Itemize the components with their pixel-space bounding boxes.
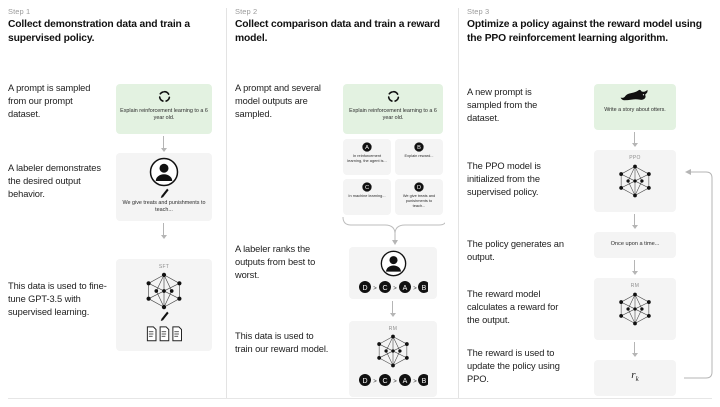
svg-text:A: A [365,145,369,151]
step-2-brace [342,217,445,245]
step-1-prompt-text: Explain reinforcement learning to a 6 ye… [120,108,208,121]
recycle-icon [158,90,171,102]
step-1-caption-1: A prompt is sampled from our prompt data… [8,83,91,120]
step-2-column: Step 2 Collect comparison data and train… [227,0,458,407]
step-1-sft-label: SFT [158,264,170,270]
neural-network-icon [619,164,651,198]
step-2-caption-3: This data is used to train our reward mo… [235,331,329,355]
column-divider-1 [226,8,227,398]
step-1-caption-2: A labeler demonstrates the desired outpu… [8,163,101,200]
step-3-caption-4: The reward model calculates a reward for… [467,289,559,326]
reward-symbol: rk [594,369,676,383]
step-3-column: Step 3 Optimize a policy against the rew… [459,0,720,407]
column-divider-2 [458,8,459,398]
step-1-sft-box: SFT [116,259,212,351]
ranking-row-labeler: D > C > A > B [359,281,428,293]
step-3-reward-box: rk [594,360,676,396]
step-2-prompt-text: Explain reinforcement learning to a 6 ye… [349,108,437,121]
letter-badge-d-icon: D [414,182,424,192]
svg-text:A: A [403,285,408,292]
step-3-ppo-box: PPO [594,150,676,212]
neural-network-icon [619,292,651,326]
step-2-output-d-text: We give treats and punishments to teach.… [402,193,436,208]
svg-text:D: D [362,378,367,385]
step-3-output-box: Once upon a time... [594,232,676,258]
step-2-rm-label: RM [388,326,398,332]
documents-icon [146,326,182,342]
step-3-kicker: Step 3 [467,7,490,16]
reward-symbol-letter: r [631,369,636,381]
svg-text:>: > [393,286,397,292]
svg-text:C: C [382,285,387,292]
step-3-prompt-text: Write a story about otters. [604,107,666,113]
svg-text:C: C [365,185,369,191]
otter-icon [620,89,648,101]
step-3-rm-box: RM [594,278,676,340]
step-3-arrow-1 [631,132,638,147]
svg-text:>: > [373,286,377,292]
step-2-arrow-1 [389,301,396,317]
reward-symbol-subscript: k [635,375,639,384]
svg-text:C: C [382,378,387,385]
step-2-output-b: B Explain reward... [395,139,443,175]
step-2-output-c-text: In machine learning... [348,193,386,198]
letter-badge-a-icon: A [362,142,372,152]
step-1-labeler-box: We give treats and punishments to teach.… [116,153,212,221]
person-icon [380,250,407,277]
svg-text:B: B [422,378,427,385]
step-3-rm-label: RM [630,283,640,289]
svg-text:B: B [422,285,427,292]
step-1-prompt-box: Explain reinforcement learning to a 6 ye… [116,84,212,134]
person-icon [149,157,179,187]
step-2-output-c: C In machine learning... [343,179,391,215]
step-1-caption-3: This data is used to fine-tune GPT-3.5 w… [8,281,107,318]
step-3-caption-5: The reward is used to update the policy … [467,348,560,385]
step-1-arrow-2 [160,223,167,239]
svg-text:A: A [403,378,408,385]
neural-network-icon [377,334,409,368]
step-2-rm-box: RM D > C > A [349,321,437,397]
step-3-ppo-label: PPO [629,155,641,161]
step-3-caption-2: The PPO model is initialized from the su… [467,161,541,198]
step-3-title: Optimize a policy against the reward mod… [467,19,702,44]
svg-text:>: > [413,286,417,292]
step-3-arrow-2 [631,214,638,229]
pen-icon [160,188,169,198]
recycle-icon [387,90,400,102]
step-2-output-a: A In reinforcement learning, the agent i… [343,139,391,175]
step-2-output-a-text: In reinforcement learning, the agent is.… [347,153,387,163]
svg-text:>: > [413,379,417,385]
step-3-arrow-4 [631,342,638,357]
step-3-prompt-box: Write a story about otters. [594,84,676,130]
ranking-row-rm: D > C > A > B [359,374,428,386]
step-2-prompt-box: Explain reinforcement learning to a 6 ye… [343,84,443,134]
pen-icon [160,311,169,321]
svg-text:D: D [362,285,367,292]
step-1-arrow-1 [160,136,167,152]
step-1-column: Step 1 Collect demonstration data and tr… [0,0,226,407]
step-2-caption-1: A prompt and several model outputs are s… [235,83,321,120]
letter-badge-b-icon: B [414,142,424,152]
step-3-caption-1: A new prompt is sampled from the dataset… [467,87,538,124]
letter-badge-c-icon: C [362,182,372,192]
svg-text:D: D [417,185,421,191]
step-3-arrow-3 [631,260,638,275]
step-1-kicker: Step 1 [8,7,31,16]
bottom-divider [8,398,712,399]
step-2-labeler-box: D > C > A > B [349,247,437,299]
ppo-feedback-loop-arrow [684,169,713,379]
step-2-title: Collect comparison data and train a rewa… [235,19,440,44]
step-2-kicker: Step 2 [235,7,258,16]
svg-text:B: B [417,145,421,151]
step-2-caption-2: A labeler ranks the outputs from best to… [235,244,316,281]
svg-text:>: > [373,379,377,385]
step-2-output-d: D We give treats and punishments to teac… [395,179,443,215]
step-1-title: Collect demonstration data and train a s… [8,19,190,44]
svg-text:>: > [393,379,397,385]
step-1-labeler-text: We give treats and punishments to teach.… [122,200,206,213]
step-3-output-text: Once upon a time... [610,241,660,247]
step-3-caption-3: The policy generates an output. [467,239,564,263]
neural-network-icon [146,272,182,310]
step-2-output-b-text: Explain reward... [404,153,434,158]
